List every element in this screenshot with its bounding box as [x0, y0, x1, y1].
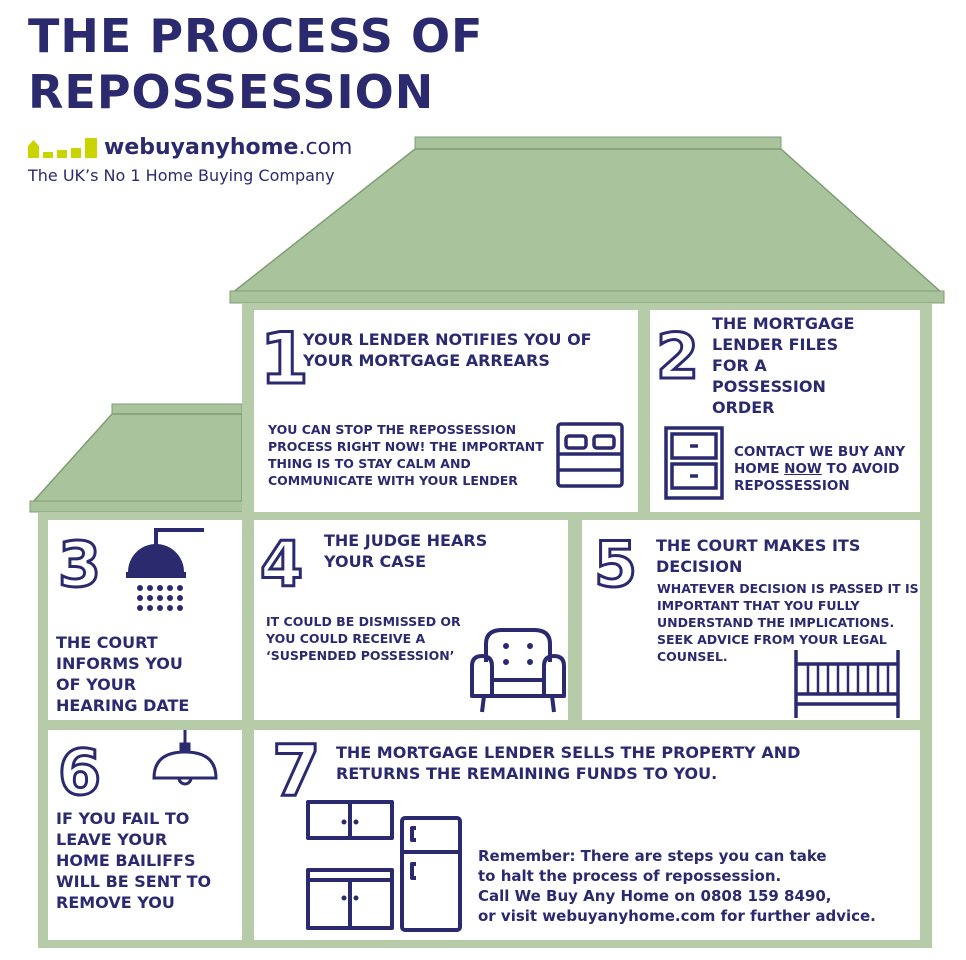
step-body: CONTACT WE BUY ANY HOME NOW TO AVOID REP… [734, 444, 920, 495]
cot-icon [794, 650, 900, 718]
step-number: 1 [259, 318, 311, 400]
remember-text: Remember: There are steps you can take t… [478, 846, 918, 926]
step-number: 7 [271, 730, 323, 812]
title-line-2: REPOSSESSION [28, 65, 435, 119]
step-body: IT COULD BE DISMISSED OR YOU COULD RECEI… [266, 614, 461, 663]
step-body-now: NOW [784, 461, 822, 477]
shower-icon [126, 528, 204, 611]
step-number: 3 [56, 528, 102, 601]
step-heading: YOUR LENDER NOTIFIES YOU OF YOUR MORTGAG… [303, 330, 592, 370]
brand-tagline: The UK’s No 1 Home Buying Company [28, 166, 335, 185]
step-6-panel: 6 IF YOU FAIL TO LEAVE YOUR HOME BAILIFF… [48, 730, 242, 940]
step-heading: THE MORTGAGE LENDER SELLS THE PROPERTY A… [336, 743, 801, 783]
remember-line-1: Remember: There are steps you can take [478, 847, 827, 865]
remember-line-2: to halt the process of repossession. [478, 867, 782, 885]
step-heading: IF YOU FAIL TO LEAVE YOUR HOME BAILIFFS … [56, 809, 212, 912]
step-body: YOU CAN STOP THE REPOSSESSION PROCESS RI… [268, 422, 544, 488]
step-body-post: TO AVOID REPOSSESSION [734, 461, 900, 494]
bed-icon [556, 422, 624, 488]
step-number: 4 [258, 528, 304, 601]
step-4-panel: 4 THE JUDGE HEARS YOUR CASE IT COULD BE … [254, 520, 568, 720]
logo-mark-icon [28, 138, 97, 158]
step-7-panel: 7 THE MORTGAGE LENDER SELLS THE PROPERTY… [254, 730, 920, 940]
step-number: 5 [592, 528, 638, 601]
step-heading: THE MORTGAGE LENDER FILES FOR A POSSESSI… [712, 314, 855, 417]
step-body-pre: CONTACT WE BUY ANY HOME [734, 444, 906, 477]
step-number: 6 [56, 736, 102, 809]
brand-name-bold: webuyanyhome [104, 135, 299, 160]
step-2-panel: 2 THE MORTGAGE LENDER FILES FOR A POSSES… [650, 310, 920, 512]
page-title: THE PROCESS OF REPOSSESSION [28, 8, 483, 120]
brand-name-suffix: .com [298, 135, 353, 160]
step-heading: THE JUDGE HEARS YOUR CASE [324, 531, 488, 571]
remember-line-3: Call We Buy Any Home on 0808 159 8490, [478, 887, 832, 905]
step-body: WHATEVER DECISION IS PASSED IT IS IMPORT… [657, 581, 919, 664]
drawers-icon [664, 426, 724, 500]
pendant-lamp-icon [152, 730, 218, 786]
title-line-1: THE PROCESS OF [28, 9, 484, 63]
step-1-panel: 1 YOUR LENDER NOTIFIES YOU OF YOUR MORTG… [254, 310, 638, 512]
remember-line-4: or visit webuyanyhome.com for further ad… [478, 907, 876, 925]
brand-name: webuyanyhome.com [104, 134, 352, 162]
step-heading: THE COURT MAKES ITS DECISION [656, 536, 861, 576]
armchair-icon [470, 628, 566, 713]
step-3-panel: 3 THE COURT INFORMS YOU OF YOUR HEARING … [48, 520, 242, 720]
kitchen-icon [306, 800, 462, 932]
step-number: 2 [654, 320, 700, 393]
step-5-panel: 5 THE COURT MAKES ITS DECISION WHATEVER … [582, 520, 920, 720]
step-heading: THE COURT INFORMS YOU OF YOUR HEARING DA… [56, 633, 190, 715]
